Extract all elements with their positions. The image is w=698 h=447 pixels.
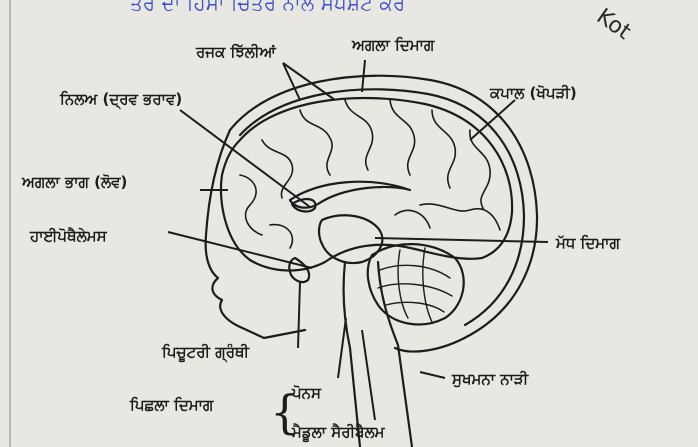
label-pituitary: ਪਿਚੂਟਰੀ ਗ੍ਰੰਥੀ [161,342,251,364]
leader-hypothalamus [168,232,312,268]
cerebellum-folds [378,248,452,322]
label-medulla-cerebellum: ਮੈਡੂਲਾ ਸੈਰੀਬੈਲਮ [291,423,386,442]
corpus-callosum [290,182,410,208]
label-forebrain: ਅਗਲਾ ਦਿਮਾਗ [351,36,435,54]
midbrain-shape [319,215,382,263]
leader-pituitary [298,282,300,348]
label-ventricle: ਨਿਲਅ (ਦ੍ਰਵ ਭਰਾਵ) [59,90,182,111]
label-hypothalamus: ਹਾਈਪੋਥੈਲੇਮਸ [29,227,108,245]
label-skull: ਕਪਾਲ (ਖੋਪੜੀ) [489,84,577,102]
label-spinal-cord: ਸੁਖਮਨਾ ਨਾੜੀ [451,370,530,388]
label-frontal-lobe: ਅਗਲਾ ਭਾਗ (ਲੋਵ) [21,173,127,191]
cerebrum [221,98,512,270]
watermark-text: Kot [592,4,636,45]
leader-ventricle [180,110,310,207]
leader-medulla [362,330,375,420]
label-sensory-membranes: ਰਜਕ ਝਿੱਲੀਆਂ [195,43,276,61]
brain-stem [344,262,412,447]
leader-spinal-cord [420,372,445,378]
header-text: ਤਰ ਦਾ ਹਿਸਾ ਚਿੱਤਰ ਨਾਲ ਸਪਸ਼ਟ ਕਰੋ [129,0,406,15]
label-hindbrain: ਪਿਛਲਾ ਦਿਮਾਗ [129,396,214,414]
leader-skull [470,100,515,140]
leader-pons [338,318,346,378]
label-pons: ਪੋਨਸ [291,384,322,402]
label-midbrain: ਮੱਧ ਦਿਮਾਗ [555,234,620,252]
gyri-folds [240,100,500,248]
